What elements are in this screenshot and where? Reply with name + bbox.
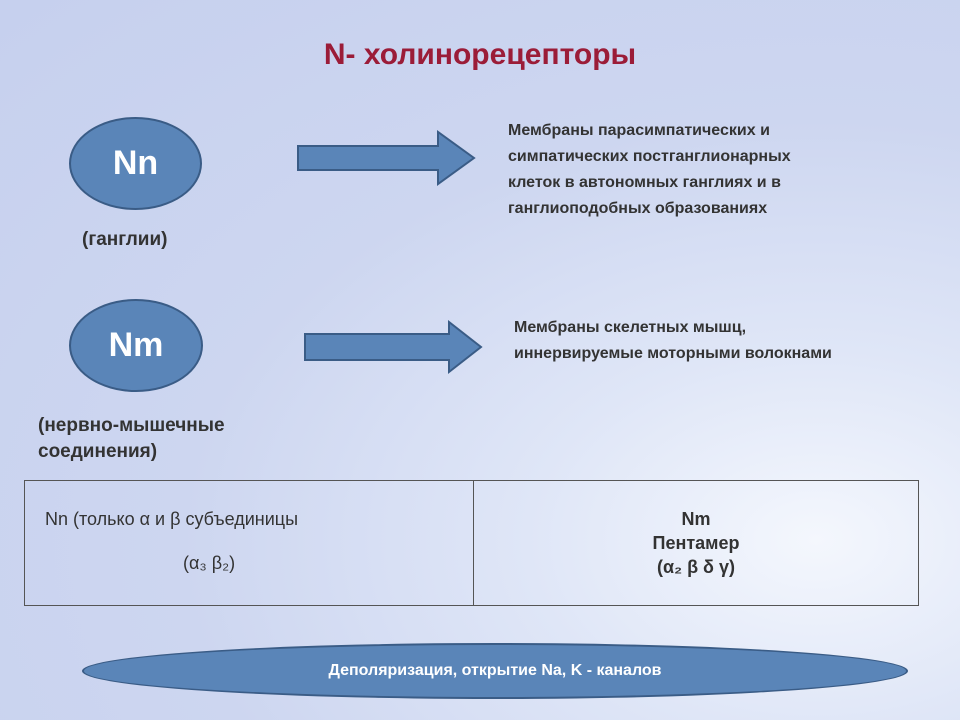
depolarization-text: Деполяризация, открытие Na, K - каналов — [328, 662, 662, 679]
nm-subunits-formula: (α₂ β δ γ) — [657, 557, 735, 577]
nm-arrow-icon — [304, 320, 483, 375]
nm-description: Мембраны скелетных мышц, иннервируемые м… — [514, 315, 832, 367]
nm-pentamer-label: Пентамер — [652, 533, 740, 553]
nn-oval-label: Nn — [112, 144, 159, 182]
nm-desc-line: Мембраны скелетных мышц, — [514, 319, 747, 336]
nn-oval: Nn — [69, 117, 202, 210]
subunit-table: Nn (только α и β субъединицы (α₃ β₂) Nm … — [24, 480, 919, 606]
nn-arrow-icon — [297, 130, 476, 186]
nm-oval: Nm — [69, 299, 203, 392]
depolarization-oval: Деполяризация, открытие Na, K - каналов — [82, 643, 908, 699]
slide-title: N- холинорецепторы — [323, 38, 637, 71]
nn-subunits-text: Nn (только α и β субъединицы — [45, 509, 299, 529]
nm-location-label: (нервно-мышечные соединения) — [38, 413, 225, 465]
nm-location-line: (нервно-мышечные — [38, 415, 225, 436]
nn-desc-line: ганглиоподобных образованиях — [508, 200, 768, 217]
table-cell-nm: Nm Пентамер (α₂ β δ γ) — [474, 481, 918, 605]
nn-subunits-formula: (α₃ β₂) — [183, 553, 236, 573]
nm-oval-label: Nm — [108, 326, 164, 364]
nm-location-line: соединения) — [38, 441, 158, 462]
nn-desc-line: Мембраны парасимпатических и — [508, 122, 770, 139]
nm-table-label: Nm — [681, 509, 711, 529]
nn-location-label: (ганглии) — [82, 229, 168, 250]
nm-desc-line: иннервируемые моторными волокнами — [514, 345, 832, 362]
nn-desc-line: клеток в автономных ганглиях и в — [508, 174, 781, 191]
nn-desc-line: симпатических постганглионарных — [508, 148, 791, 165]
table-cell-nn: Nn (только α и β субъединицы (α₃ β₂) — [25, 481, 474, 605]
nn-description: Мембраны парасимпатических и симпатическ… — [508, 118, 791, 222]
